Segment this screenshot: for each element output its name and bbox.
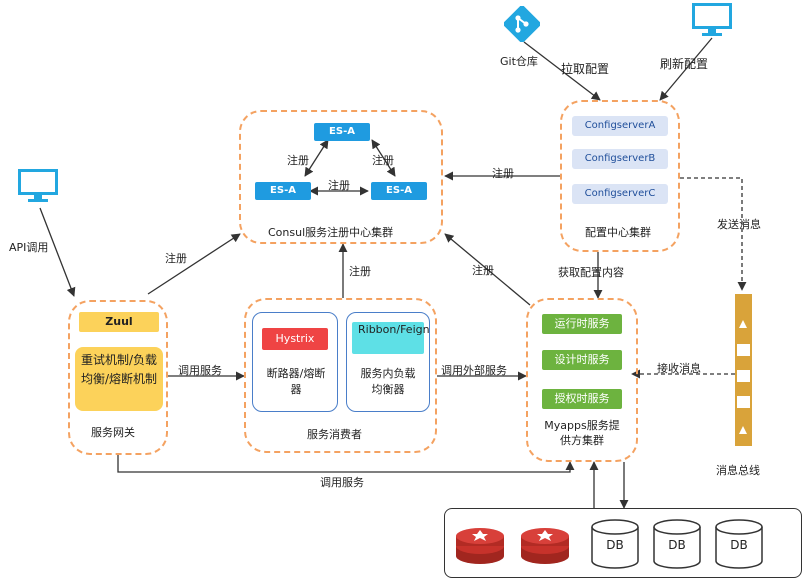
provider-title: Myapps服务提供方集群 (544, 419, 620, 447)
hystrix-box: Hystrix (262, 328, 328, 350)
pull-config-label: 拉取配置 (561, 62, 610, 76)
bus-title: 消息总线 (716, 464, 760, 477)
ribbon-panel (346, 312, 430, 412)
edge-label-send-msg: 发送消息 (717, 218, 761, 231)
edge-label-recv-msg: 接收消息 (657, 362, 701, 375)
auth-service: 授权时服务 (542, 389, 622, 409)
db-label: DB (730, 538, 748, 552)
db-label: DB (606, 538, 624, 552)
design-service: 设计时服务 (542, 350, 622, 370)
configserver-b: ConfigserverB (572, 149, 668, 169)
bus-slot (737, 370, 750, 382)
api-call-label: API调用 (9, 241, 49, 254)
edge-label-register-config: 注册 (492, 167, 514, 180)
bus-arrow-icon (739, 320, 747, 328)
consul-edge-label-left: 注册 (287, 154, 309, 167)
message-bus (735, 294, 752, 446)
git-repo-label: Git仓库 (500, 55, 538, 68)
db-cylinder-icon: DB (652, 518, 702, 570)
consumer-title: 服务消费者 (307, 428, 362, 441)
configserver-a: ConfigserverA (572, 116, 668, 136)
redis-icon (452, 518, 508, 568)
ribbon-box: Ribbon/Feign (352, 322, 430, 354)
ribbon-desc: 服务内负载均衡器 (360, 367, 416, 396)
gateway-cluster (68, 300, 168, 455)
hystrix-desc: 断路器/熔断器 (266, 367, 326, 396)
edge-label-register-provider: 注册 (472, 264, 494, 277)
edge-label-call-service-2: 调用服务 (320, 476, 364, 489)
config-cluster-title: 配置中心集群 (585, 226, 651, 239)
db-label: DB (668, 538, 686, 552)
edge-label-call-service-1: 调用服务 (178, 364, 222, 377)
bus-slot (737, 396, 750, 408)
consul-edge-label-bottom: 注册 (328, 179, 350, 192)
db-cylinder-icon: DB (714, 518, 764, 570)
db-cylinder-icon: DB (590, 518, 640, 570)
hystrix-panel (252, 312, 338, 412)
storage-box (444, 508, 802, 578)
edge-label-register-consumer: 注册 (349, 265, 371, 278)
redis-icon (517, 518, 573, 568)
bus-slot (737, 344, 750, 356)
es-node-right: ES-A (371, 182, 427, 200)
es-node-left: ES-A (255, 182, 311, 200)
gateway-title: 服务网关 (91, 426, 135, 439)
gateway-features-box: 重试机制/负载均衡/熔断机制 (75, 347, 163, 411)
runtime-service: 运行时服务 (542, 314, 622, 334)
consul-cluster (239, 110, 443, 244)
es-node-top: ES-A (314, 123, 370, 141)
config-cluster (560, 100, 680, 252)
git-icon (503, 5, 541, 43)
api-monitor-icon (16, 168, 60, 204)
refresh-config-label: 刷新配置 (660, 57, 709, 71)
monitor-icon (690, 2, 734, 38)
consul-cluster-title: Consul服务注册中心集群 (268, 226, 394, 239)
configserver-c: ConfigserverC (572, 184, 668, 204)
zuul-box: Zuul (79, 312, 159, 332)
consumer-cluster (244, 298, 437, 453)
bus-arrow-icon (739, 426, 747, 434)
edge-label-register-gateway: 注册 (165, 252, 187, 265)
consul-edge-label-right: 注册 (372, 154, 394, 167)
edge-label-fetch-config: 获取配置内容 (558, 266, 624, 279)
provider-cluster (526, 298, 638, 462)
edge-label-call-external: 调用外部服务 (441, 364, 507, 377)
